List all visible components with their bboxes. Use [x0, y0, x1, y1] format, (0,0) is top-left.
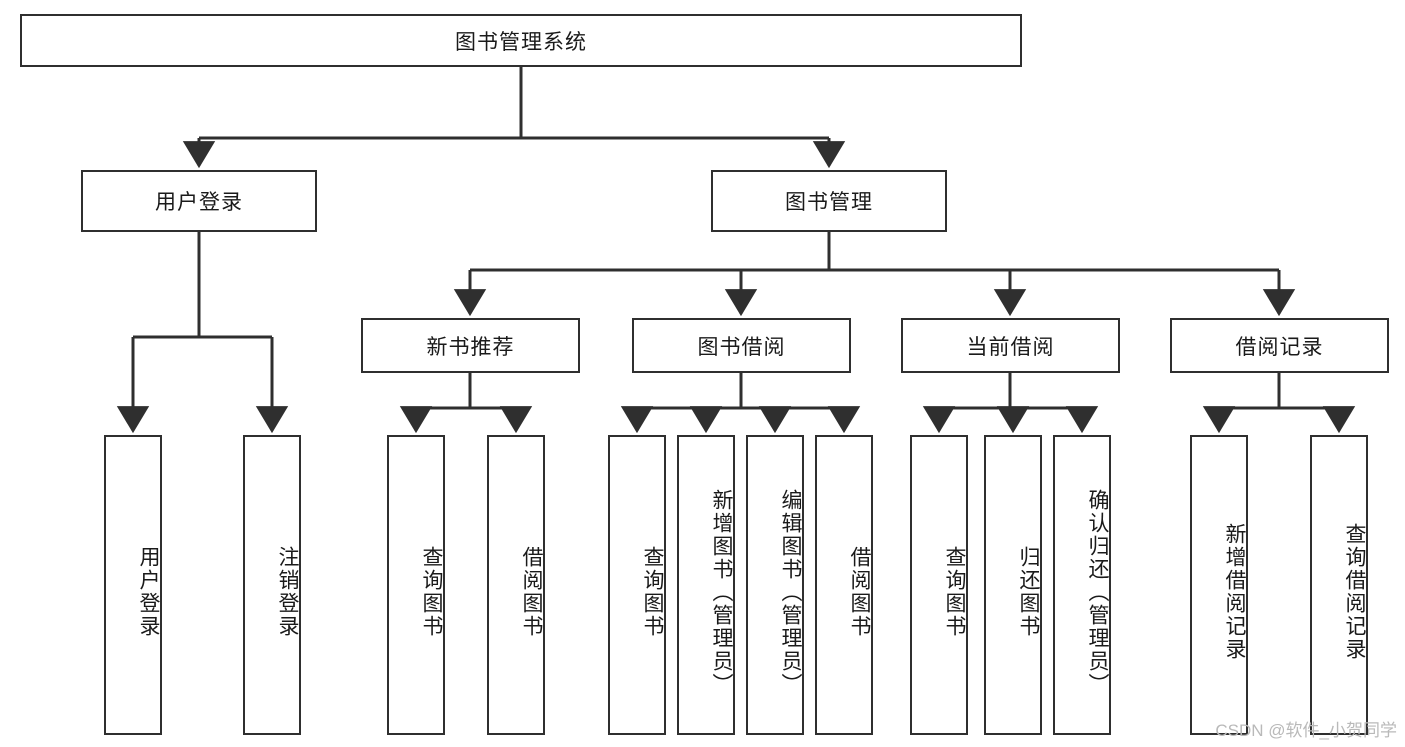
node-leaf-confirm-return-label: 确认归还（管理员） — [1086, 488, 1109, 696]
node-leaf-borrow-book-recommend[interactable]: 借阅图书 — [487, 435, 545, 735]
node-current-borrow[interactable]: 当前借阅 — [901, 318, 1120, 373]
node-leaf-query-book-borrow-label: 查询图书 — [641, 546, 664, 638]
node-leaf-add-borrow-record[interactable]: 新增借阅记录 — [1190, 435, 1248, 735]
node-leaf-add-book-label: 新增图书（管理员） — [710, 488, 733, 696]
node-leaf-query-book-current-label: 查询图书 — [943, 546, 966, 638]
node-leaf-query-borrow-record[interactable]: 查询借阅记录 — [1310, 435, 1368, 735]
node-leaf-query-book-recommend-label: 查询图书 — [420, 546, 443, 638]
node-book-manage-label: 图书管理 — [785, 191, 873, 214]
node-leaf-logout-label: 注销登录 — [276, 546, 299, 638]
node-leaf-query-book-recommend[interactable]: 查询图书 — [387, 435, 445, 735]
node-borrow-record-label: 借阅记录 — [1235, 335, 1324, 359]
node-leaf-logout[interactable]: 注销登录 — [243, 435, 301, 735]
node-leaf-borrow-book-recommend-label: 借阅图书 — [520, 546, 543, 638]
node-leaf-borrow-book[interactable]: 借阅图书 — [815, 435, 873, 735]
node-user-login[interactable]: 用户登录 — [81, 170, 317, 232]
node-leaf-borrow-book-label: 借阅图书 — [848, 546, 871, 638]
node-leaf-edit-book-label: 编辑图书（管理员） — [779, 488, 802, 696]
node-leaf-add-book[interactable]: 新增图书（管理员） — [677, 435, 735, 735]
node-leaf-user-login-label: 用户登录 — [137, 546, 160, 638]
node-root[interactable]: 图书管理系统 — [20, 14, 1022, 67]
node-book-borrow[interactable]: 图书借阅 — [632, 318, 851, 373]
node-book-borrow-label: 图书借阅 — [697, 335, 786, 359]
node-leaf-user-login[interactable]: 用户登录 — [104, 435, 162, 735]
node-leaf-return-book[interactable]: 归还图书 — [984, 435, 1042, 735]
node-current-borrow-label: 当前借阅 — [966, 335, 1055, 359]
node-leaf-edit-book[interactable]: 编辑图书（管理员） — [746, 435, 804, 735]
node-leaf-return-book-label: 归还图书 — [1017, 546, 1040, 638]
node-leaf-query-book-borrow[interactable]: 查询图书 — [608, 435, 666, 735]
node-leaf-query-borrow-record-label: 查询借阅记录 — [1343, 523, 1366, 661]
watermark-text: CSDN @软件_小贺同学 — [1215, 721, 1397, 740]
node-new-book-recommend[interactable]: 新书推荐 — [361, 318, 580, 373]
node-book-manage[interactable]: 图书管理 — [711, 170, 947, 232]
node-new-book-recommend-label: 新书推荐 — [426, 335, 515, 359]
node-user-login-label: 用户登录 — [155, 191, 243, 214]
node-borrow-record[interactable]: 借阅记录 — [1170, 318, 1389, 373]
node-root-label: 图书管理系统 — [455, 30, 587, 54]
node-leaf-query-book-current[interactable]: 查询图书 — [910, 435, 968, 735]
node-leaf-add-borrow-record-label: 新增借阅记录 — [1223, 523, 1246, 661]
node-leaf-confirm-return[interactable]: 确认归还（管理员） — [1053, 435, 1111, 735]
